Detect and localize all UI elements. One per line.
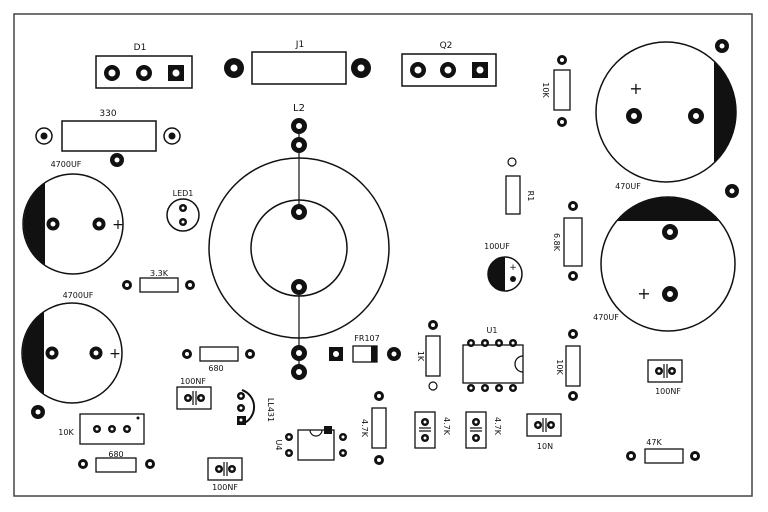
- label-r1: R1: [526, 191, 535, 202]
- ic-u4: U4: [274, 426, 347, 461]
- capacitor-100nf-right: 100NF: [647, 359, 683, 396]
- label-r-10k-top: 10K: [541, 82, 550, 98]
- label-led1: LED1: [173, 189, 194, 198]
- resistor-4-7k-mid: 4.7K: [360, 391, 387, 465]
- label-q2: Q2: [440, 41, 453, 51]
- capacitor-10n: 10N: [526, 413, 562, 451]
- label-ic-ts: LL431: [266, 398, 275, 422]
- label-c-100uf: 100UF: [484, 242, 510, 251]
- capacitor-4700uf-a: 4700UF +: [22, 160, 124, 275]
- resistor-47k: 47K: [626, 438, 700, 464]
- label-r-6-8k: 6.8K: [552, 233, 561, 252]
- resistor-10k-right: 10K: [555, 329, 581, 401]
- resistor-10k-top: 10K: [541, 55, 571, 127]
- ic-u1: U1: [462, 326, 524, 392]
- resistor-680-bot: 680: [78, 450, 155, 473]
- label-c-10n: 10N: [537, 442, 553, 451]
- label-plus-c: +: [509, 263, 517, 273]
- label-c-470uf-b: 470UF: [593, 313, 619, 322]
- label-plus-a: +: [629, 79, 642, 98]
- label-plus-d: +: [637, 284, 650, 303]
- label-r-10k-right: 10K: [555, 359, 564, 375]
- component-j1: J1: [224, 40, 371, 85]
- label-c-100nf-right: 100NF: [655, 387, 681, 396]
- label-plus-e: +: [109, 346, 121, 362]
- label-c-100nf-left: 100NF: [180, 377, 206, 386]
- label-c-100nf-bot: 100NF: [212, 483, 238, 492]
- capacitor-100nf-left: 100NF: [176, 377, 212, 410]
- capacitor-470uf-b: + 470UF: [593, 196, 736, 332]
- label-r-47k: 47K: [646, 438, 662, 447]
- resistor-1k: 1K: [416, 320, 441, 391]
- capacitor-470uf-a: + 470UF: [595, 41, 737, 191]
- label-r-680-bot: 680: [108, 450, 123, 459]
- resistor-330: 330: [35, 109, 181, 152]
- label-pot-10k: 10K: [58, 428, 74, 437]
- resistor-4-7k-b: 4.7K: [465, 411, 502, 449]
- label-r-4-7k-b: 4.7K: [493, 417, 502, 436]
- label-l2: L2: [293, 103, 305, 114]
- label-r-3-3k: 3.3K: [150, 269, 169, 278]
- potentiometer-10k: 10K: [58, 413, 145, 445]
- label-c-4700uf-b: 4700UF: [63, 291, 94, 300]
- resistor-3-3k: 3.3K: [122, 269, 195, 293]
- label-r-330: 330: [99, 109, 116, 119]
- label-r-1k: 1K: [416, 351, 425, 362]
- resistor-4-7k-a: 4.7K: [414, 411, 451, 449]
- label-r-4-7k-mid: 4.7K: [360, 419, 369, 438]
- label-u4: U4: [274, 440, 283, 451]
- resistor-r1: R1: [505, 157, 535, 215]
- label-u1: U1: [487, 326, 498, 335]
- diode-fr107: FR107: [329, 334, 401, 363]
- label-plus-b: +: [112, 217, 124, 233]
- capacitor-100uf: 100UF +: [484, 242, 523, 292]
- inductor-l2: L2: [208, 103, 390, 380]
- label-r-4-7k-a: 4.7K: [442, 417, 451, 436]
- resistor-680-mid: 680: [182, 346, 255, 373]
- capacitor-100nf-bot: 100NF: [207, 457, 243, 492]
- led-led1: LED1: [166, 189, 200, 232]
- label-c-470uf-a: 470UF: [615, 182, 641, 191]
- ic-ll431: LL431: [237, 389, 275, 425]
- connector-d1: D1: [95, 43, 193, 89]
- label-fr107: FR107: [354, 334, 379, 343]
- label-j1: J1: [295, 40, 304, 50]
- label-c-4700uf-a: 4700UF: [51, 160, 82, 169]
- connector-q2: Q2: [401, 41, 497, 87]
- board-outline: [13, 13, 753, 497]
- capacitor-4700uf-b: 4700UF +: [21, 291, 123, 404]
- label-d1: D1: [134, 43, 147, 53]
- resistor-6-8k: 6.8K: [552, 201, 583, 281]
- label-r-680-mid: 680: [208, 364, 223, 373]
